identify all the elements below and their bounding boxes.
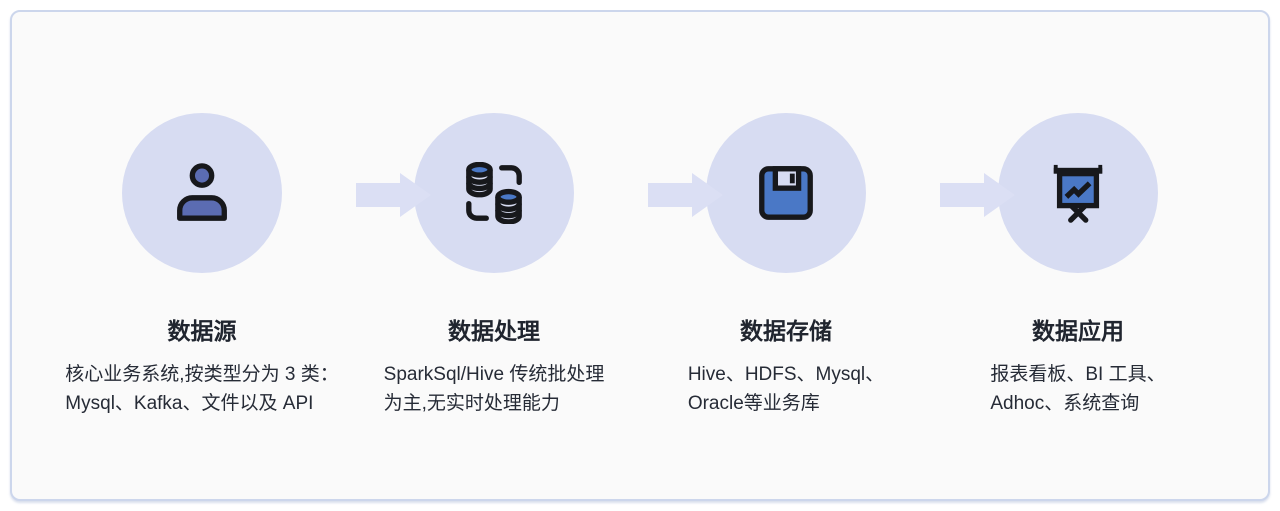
step-data-application: 数据应用 报表看板、BI 工具、 Adhoc、系统查询 (932, 113, 1224, 418)
database-sync-icon (466, 162, 522, 224)
step-title: 数据源 (167, 318, 237, 344)
step-description-line: Adhoc、系统查询 (990, 392, 1140, 414)
step-description-line: Hive、HDFS、Mysql、 (687, 364, 885, 385)
step-title: 数据处理 (448, 318, 540, 344)
step-title: 数据应用 (1032, 318, 1124, 344)
flow-arrow-icon (356, 172, 432, 218)
step-data-source: 数据源 核心业务系统,按类型分为 3 类： Mysql、Kafka、文件以及 A… (56, 113, 348, 418)
step-description: Hive、HDFS、Mysql、 Oracle等业务库 (688, 361, 884, 418)
flow-arrow-icon (940, 172, 1016, 218)
step-circle (998, 113, 1158, 273)
step-description-line: Oracle等业务库 (687, 392, 820, 414)
step-description-line: Mysql、Kafka、文件以及 API (65, 392, 314, 414)
step-title: 数据存储 (740, 318, 832, 344)
step-data-processing: 数据处理 SparkSql/Hive 传统批处理 为主,无实时处理能力 (348, 113, 640, 418)
flow-arrow-icon (648, 172, 724, 218)
step-description: 核心业务系统,按类型分为 3 类： Mysql、Kafka、文件以及 API (65, 361, 338, 418)
step-description: 报表看板、BI 工具、 Adhoc、系统查询 (990, 361, 1165, 418)
data-pipeline-flow: 数据源 核心业务系统,按类型分为 3 类： Mysql、Kafka、文件以及 A… (56, 12, 1224, 418)
step-description-line: 为主,无实时处理能力 (383, 392, 560, 414)
presentation-chart-icon (1053, 164, 1103, 223)
step-description-line: SparkSql/Hive 传统批处理 (383, 364, 605, 385)
step-data-storage: 数据存储 Hive、HDFS、Mysql、 Oracle等业务库 (640, 113, 932, 418)
diagram-card: 数据源 核心业务系统,按类型分为 3 类： Mysql、Kafka、文件以及 A… (10, 10, 1270, 501)
step-description-line: 核心业务系统,按类型分为 3 类： (65, 364, 339, 385)
step-circle (122, 113, 282, 273)
save-disk-icon (759, 166, 813, 220)
step-description: SparkSql/Hive 传统批处理 为主,无实时处理能力 (384, 361, 605, 418)
step-circle (706, 113, 866, 273)
step-description-line: 报表看板、BI 工具、 (990, 364, 1166, 385)
step-circle (414, 113, 574, 273)
user-icon (177, 163, 227, 221)
